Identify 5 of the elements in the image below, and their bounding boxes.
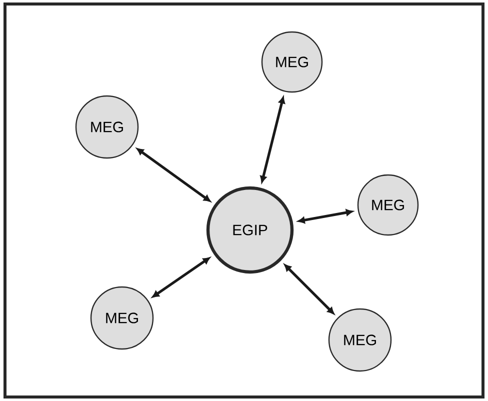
arrow xyxy=(260,96,285,183)
arrow xyxy=(284,264,334,314)
arrow xyxy=(152,257,210,298)
arrow xyxy=(136,148,211,202)
arrow xyxy=(298,209,353,224)
